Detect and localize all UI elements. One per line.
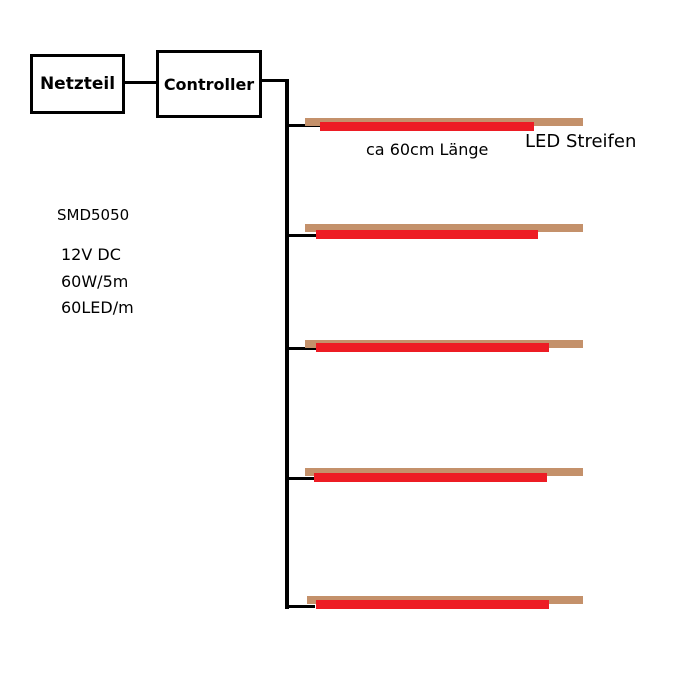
shelf (305, 468, 583, 476)
power-supply-label: Netzteil (39, 74, 116, 94)
supply-to-controller-wire (125, 81, 157, 84)
spec-density: 60LED/m (61, 298, 134, 317)
vertical-bus-wire (285, 79, 289, 609)
controller-box: Controller (156, 50, 262, 118)
branch-wire (287, 477, 315, 480)
led-strip-label: LED Streifen (525, 131, 637, 152)
controller-label: Controller (163, 74, 255, 94)
spec-power: 60W/5m (61, 272, 129, 291)
spec-type: SMD5050 (57, 206, 130, 224)
spec-voltage: 12V DC (61, 245, 121, 264)
led-strip (320, 122, 534, 131)
led-strip (316, 230, 538, 239)
branch-wire (287, 234, 317, 237)
branch-wire (287, 605, 315, 608)
branch-wire (287, 347, 317, 350)
led-strip (316, 600, 549, 609)
shelf (305, 224, 583, 232)
controller-to-bus-wire (262, 79, 288, 82)
led-strip (316, 343, 549, 352)
branch-wire (287, 124, 321, 127)
power-supply-box: Netzteil (30, 54, 125, 114)
length-label: ca 60cm Länge (366, 140, 489, 159)
led-strip (314, 473, 547, 482)
